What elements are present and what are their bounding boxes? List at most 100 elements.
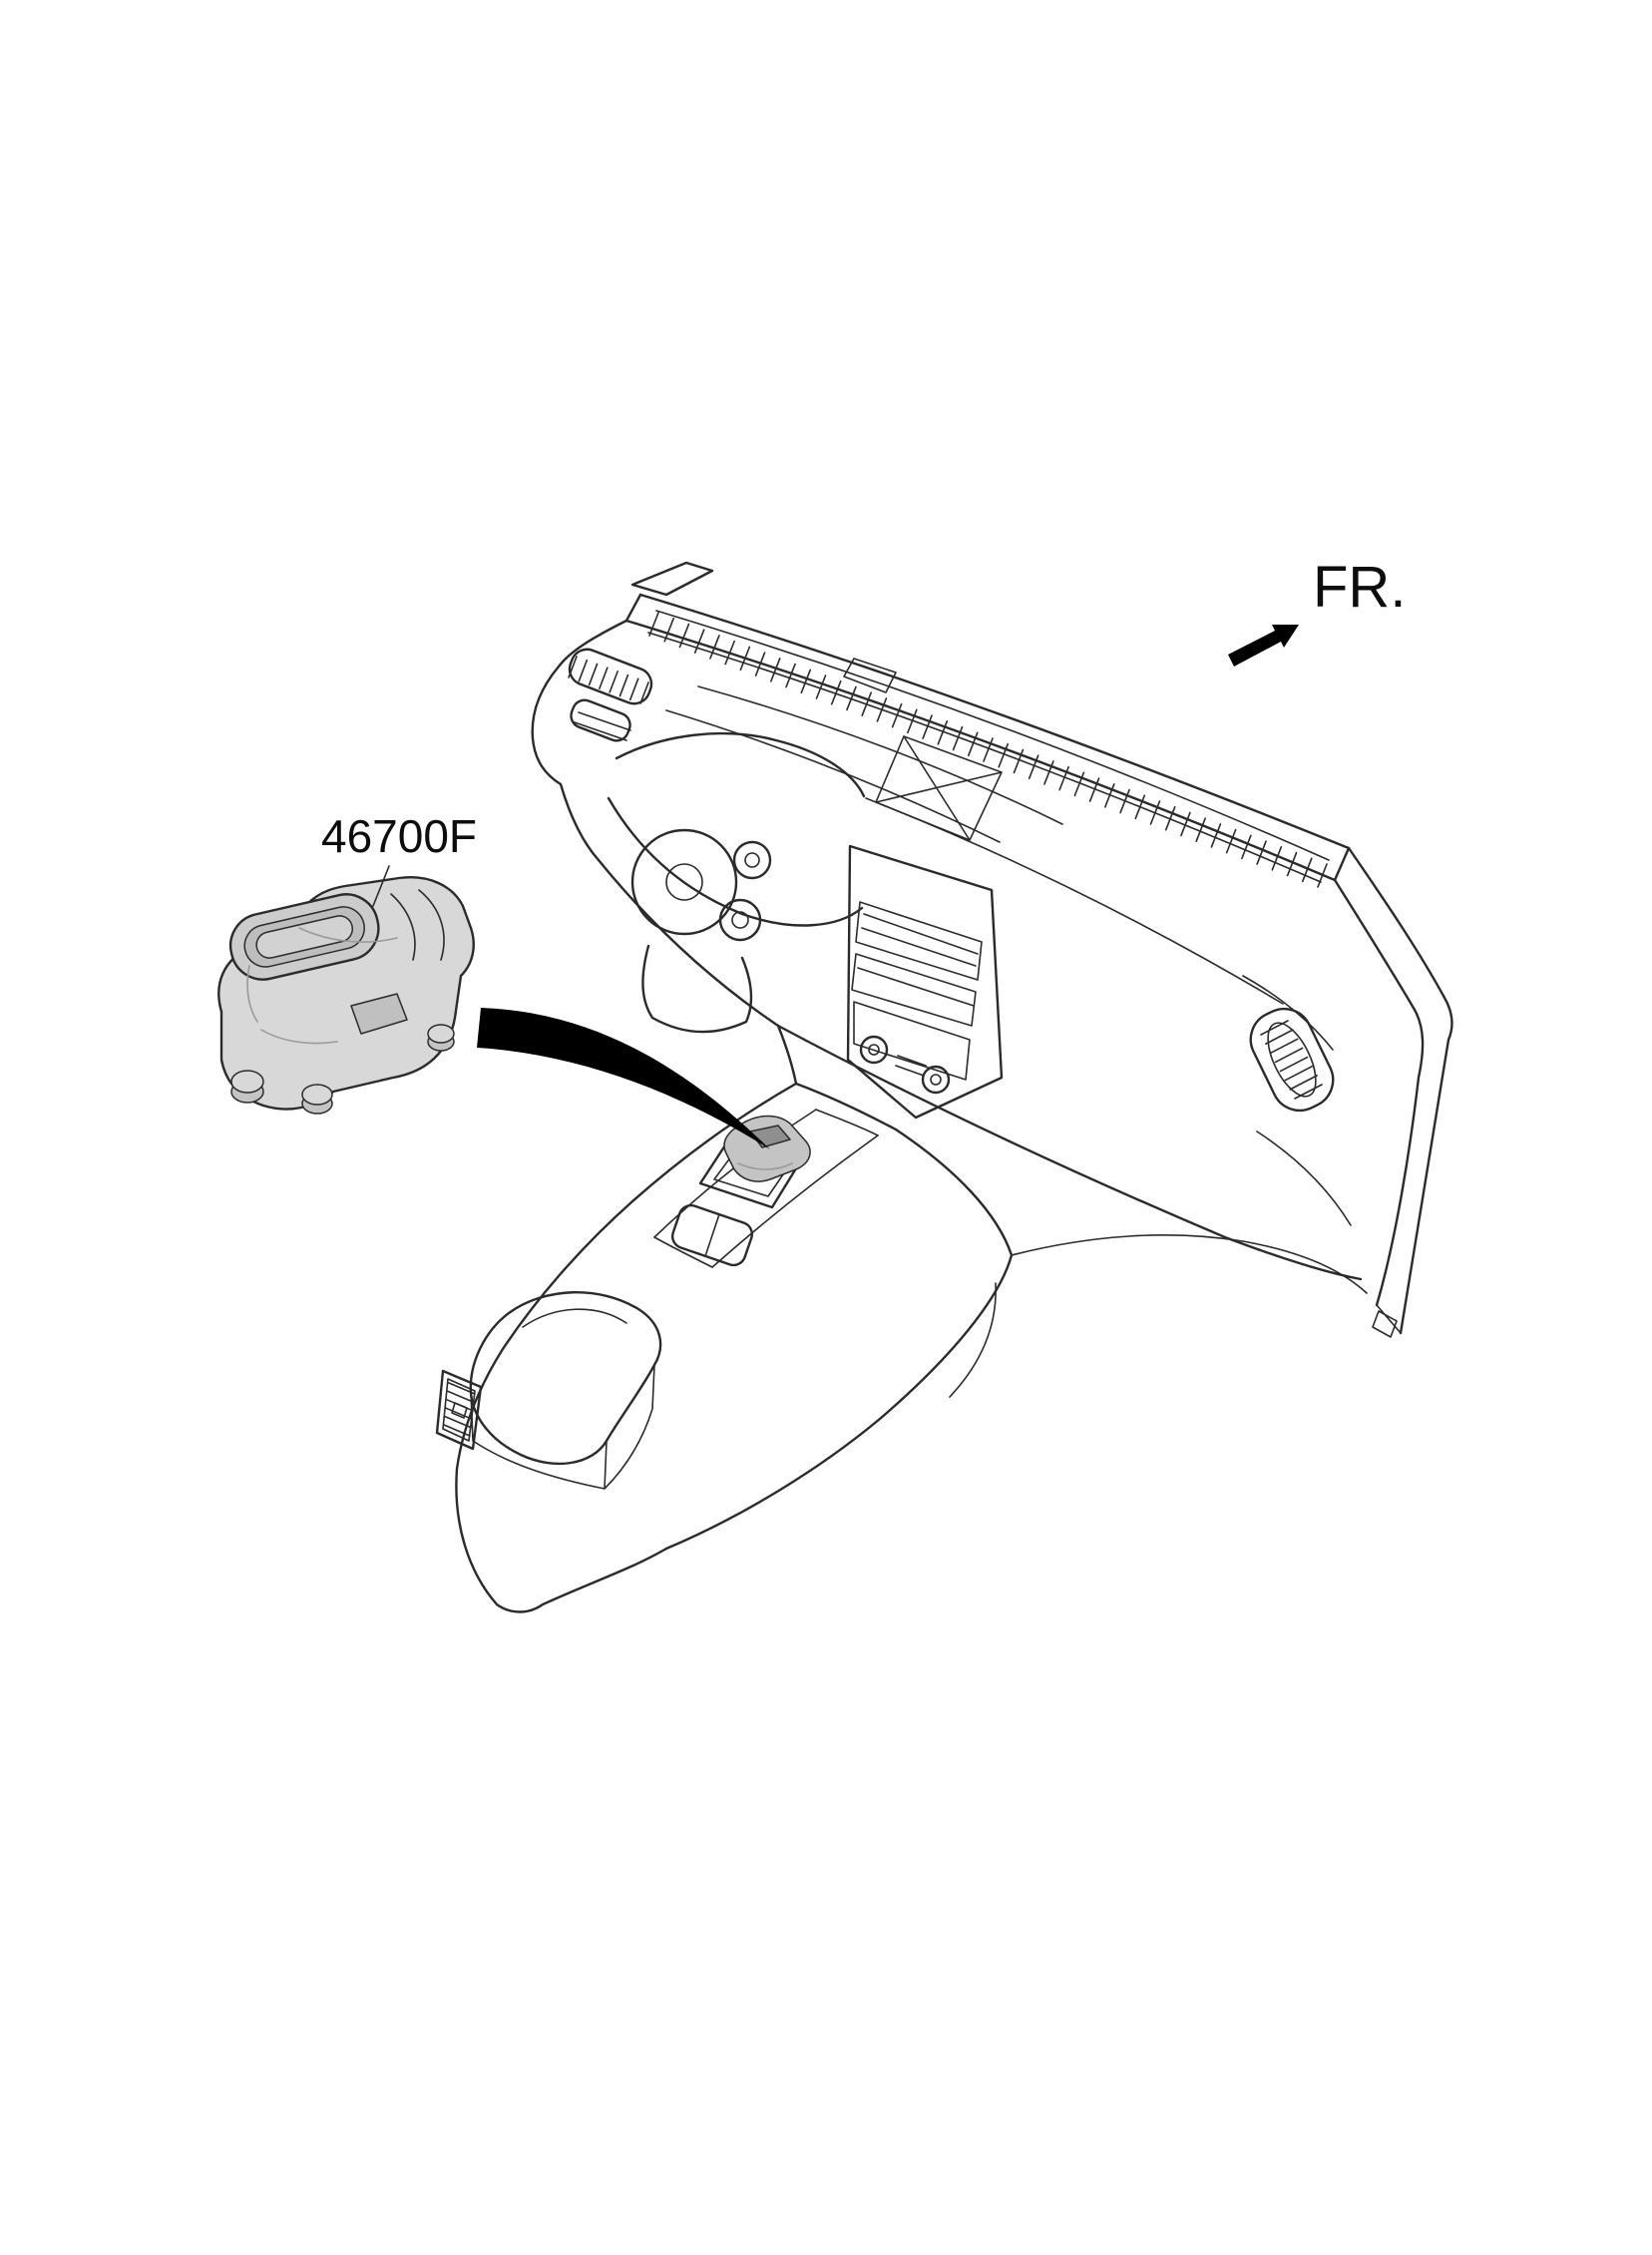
hatch-line (1274, 1047, 1304, 1064)
console-front-cross (794, 1082, 898, 1131)
gauge-dial-small-upper (732, 840, 772, 880)
left-air-vent-hatch (568, 656, 649, 704)
rear-console-vent-knob (451, 1402, 468, 1419)
hatch-line (983, 737, 994, 762)
hatch-line (922, 714, 933, 739)
hatch-line (724, 640, 735, 666)
mounting-boss-left-top (230, 1070, 264, 1094)
hatch-line (648, 612, 659, 637)
audio-knob-left-center (868, 1044, 880, 1056)
dash-top-contour-a (697, 685, 1063, 825)
hatch-line (1301, 857, 1313, 883)
hatch-line (568, 656, 578, 678)
hatch-line (444, 1415, 472, 1429)
hatch-line (1256, 840, 1267, 865)
storage-tray-divider (704, 1213, 720, 1257)
hatch-line (1286, 851, 1298, 877)
hatch-line (1073, 771, 1085, 797)
rear-console-vent-hatch (443, 1382, 476, 1437)
hatch-line (1265, 1029, 1294, 1045)
left-air-vent-lower-slats (574, 711, 631, 741)
right-air-vent-frame (1249, 1007, 1335, 1113)
console-channel-crosses (653, 1109, 879, 1268)
hatch-line (846, 685, 857, 711)
console-channel-right (711, 1134, 879, 1268)
fr-arrow-icon (1228, 625, 1299, 667)
hatch-line (967, 731, 979, 757)
hatch-line (1088, 777, 1100, 802)
hatch-line (619, 674, 629, 697)
hatch-line (1260, 1020, 1289, 1036)
hatch-line (770, 658, 781, 682)
hatch-line (1225, 828, 1237, 854)
armrest-pad (469, 1290, 662, 1466)
mirror-mount-piece (630, 561, 714, 597)
hatch-line (1294, 1084, 1323, 1100)
console-channel-left (653, 1109, 817, 1238)
hatch-line (1269, 1038, 1299, 1055)
steering-column (641, 944, 753, 1034)
hatch-line (1043, 760, 1054, 785)
stack-vent-upper (855, 901, 983, 981)
underdash-line (1011, 1234, 1368, 1294)
hatch-line (739, 646, 751, 672)
hatch-line (1119, 788, 1130, 814)
hatch-line (1284, 1065, 1314, 1082)
mounting-boss-right-top (427, 1024, 455, 1044)
hatch-line (998, 742, 1010, 768)
hatch-line (1164, 805, 1176, 831)
hatch-line (628, 677, 639, 701)
dash-face-trim-line (865, 797, 1284, 1005)
left-air-vent-lower (570, 698, 631, 742)
left-air-vent (568, 648, 653, 705)
hatch-line (578, 659, 589, 682)
hatch-line (1279, 1056, 1309, 1073)
part-dial-dome-core (255, 915, 354, 959)
audio-knob-left (859, 1035, 889, 1065)
fr-label: FR. (1313, 555, 1406, 620)
dash-lower-edge (776, 1024, 1363, 1281)
instrument-hood-bottom (607, 796, 864, 927)
hatch-line (1289, 1075, 1318, 1091)
instrument-hood-top (615, 731, 866, 798)
hatch-line (785, 663, 796, 688)
hatch-line (1028, 754, 1039, 779)
cowl-top-line (638, 593, 1351, 850)
right-panel-bottom-details (1372, 1304, 1402, 1338)
hatch-line (891, 702, 903, 728)
hatch-line (876, 697, 888, 722)
right-air-vent-oval (1267, 1022, 1317, 1098)
console-right-face-contour (949, 1282, 997, 1398)
part-label-leader-line (372, 865, 390, 907)
center-console-illustration (435, 1082, 1368, 1613)
hatch-line (907, 708, 918, 734)
armrest-pad-inner (522, 1308, 627, 1328)
hatch-line (1241, 834, 1252, 860)
right-panel-inner-edge (1333, 878, 1425, 1307)
hatch-line (448, 1382, 476, 1395)
hatch-line (1271, 846, 1283, 871)
shifter-switch-contour (737, 1162, 793, 1170)
hatch-line (830, 679, 842, 705)
hatch-line (588, 663, 599, 686)
console-right-silhouette (664, 1128, 1014, 1551)
hatch-line (445, 1407, 473, 1420)
audio-panel (853, 1001, 971, 1081)
hatch-line (1149, 800, 1161, 825)
part-shading (246, 927, 398, 1045)
armrest-side-faces (470, 1364, 655, 1490)
gauge-dial-large (630, 828, 738, 936)
hatch-line (754, 652, 766, 676)
rear-console-vent-inner (442, 1378, 476, 1442)
a-pillar-outer-edge (1347, 846, 1453, 1335)
hatch-line (639, 681, 649, 704)
hatch-line (443, 1424, 471, 1437)
display-recess (875, 735, 1003, 841)
hatch-line (1195, 817, 1206, 842)
fr-direction-indicator: FR. (1228, 555, 1406, 667)
hatch-line (1013, 748, 1025, 774)
hatch-line (599, 667, 609, 689)
mounting-boss-center-top (301, 1084, 333, 1106)
stack-vent-lower (851, 953, 977, 1027)
